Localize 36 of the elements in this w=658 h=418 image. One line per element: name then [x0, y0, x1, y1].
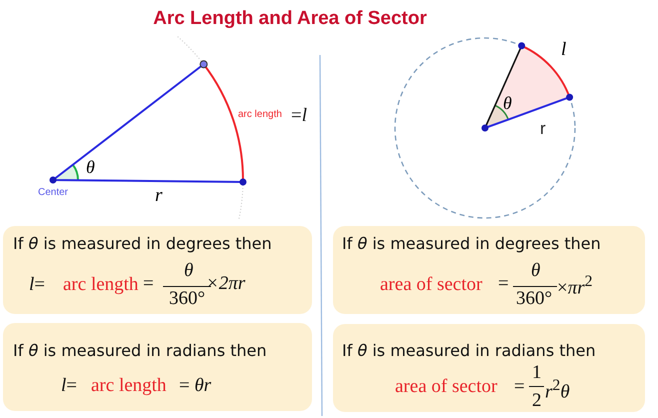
formula-card [333, 324, 645, 412]
formula-card [3, 323, 312, 411]
formula-text: area of sector [380, 275, 482, 295]
formula-text: ×2πr [206, 274, 246, 294]
formula-text: area of sector [395, 377, 498, 397]
radius-label: r [540, 120, 546, 137]
formula-text: = θr [179, 376, 212, 396]
arc-label: arc length [238, 110, 282, 120]
angle-label: θ [503, 94, 512, 112]
condition-text: If θ is measured in degrees then [342, 234, 601, 254]
formula-text: = [143, 274, 154, 294]
formula-text: 2 [532, 391, 542, 411]
formula-text: ×πr$^{2}$ [557, 272, 593, 298]
angle-label: θ [86, 158, 95, 176]
formula-text: = [498, 274, 509, 294]
formula-text: arc length [63, 275, 138, 295]
formula-text: l= [61, 376, 77, 396]
condition-text: If θ is measured in radians then [13, 341, 267, 361]
condition-text: If θ is measured in degrees then [13, 234, 272, 254]
title: Arc Length and Area of Sector [152, 8, 428, 30]
radius-label: r [155, 186, 162, 205]
formula-text: = [514, 377, 525, 397]
formula-text: θ [184, 261, 194, 281]
arc-symbol-label: l [561, 40, 566, 59]
formula-text: r$^{2}$θ [545, 376, 570, 402]
formula-text: 360° [516, 289, 552, 309]
formula-text: 360° [169, 289, 206, 309]
formula-text: 1 [532, 363, 542, 383]
condition-text: If θ is measured in radians then [342, 341, 596, 361]
formula-text: θ [531, 261, 540, 281]
formula-card [3, 226, 312, 314]
formula-text: arc length [91, 376, 166, 396]
formula-card [333, 226, 645, 314]
symbol-label: =l [291, 106, 307, 125]
center-label: Center [38, 188, 68, 198]
formula-text: l= [29, 275, 45, 295]
